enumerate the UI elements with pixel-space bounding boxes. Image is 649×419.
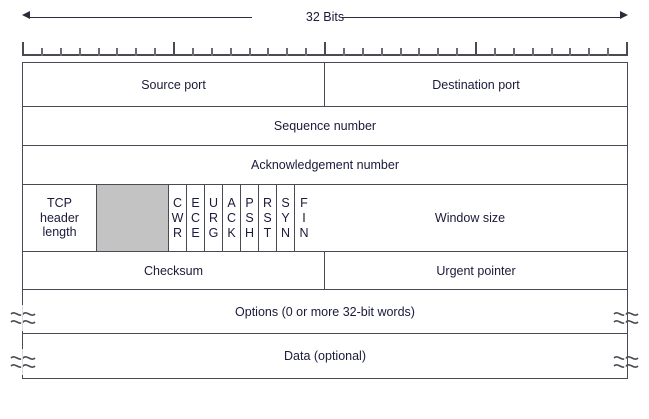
flag-letter: S <box>281 195 290 210</box>
ruler-tick-minor <box>588 48 591 56</box>
ruler-tick-minor <box>437 48 440 56</box>
arrow-left-icon <box>22 11 30 19</box>
header-length-line-1: TCP <box>47 196 72 211</box>
flag-letter: T <box>263 225 272 240</box>
scale-line-left <box>28 17 252 18</box>
flag-letter: G <box>208 225 219 240</box>
bit-ruler <box>22 40 628 56</box>
ruler-tick-minor <box>267 48 270 56</box>
scale-line-right <box>342 17 622 18</box>
field-checksum: Checksum <box>23 252 325 289</box>
header-table: Source port Destination port Sequence nu… <box>22 62 628 379</box>
break-mark-options-right <box>611 305 641 331</box>
field-sequence-number: Sequence number <box>23 107 627 145</box>
bit-width-label: 32 Bits <box>305 10 345 24</box>
flag-letter: F <box>300 195 308 210</box>
ruler-tick-minor <box>248 48 251 56</box>
ruler-tick-minor <box>512 48 515 56</box>
flag-letter: C <box>226 210 237 225</box>
flag-letter: K <box>227 225 236 240</box>
flag-letter: Y <box>281 210 290 225</box>
flag-letter: C <box>172 195 183 210</box>
field-urgent-pointer: Urgent pointer <box>325 252 627 289</box>
table-row-ports: Source port Destination port <box>23 63 627 107</box>
field-tcp-header-length: TCP header length <box>23 185 97 251</box>
ruler-tick-minor <box>229 48 232 56</box>
flag-letter: N <box>299 225 309 240</box>
flag-letter: R <box>262 195 273 210</box>
ruler-tick-minor <box>531 48 534 56</box>
field-reserved <box>97 185 169 251</box>
header-length-line-2: header <box>40 210 79 225</box>
ruler-tick-major <box>626 42 628 56</box>
flag-letter: R <box>208 210 219 225</box>
flag-letter: W <box>171 210 184 225</box>
table-row-data: Data (optional) <box>23 334 627 378</box>
ruler-tick-minor <box>380 48 383 56</box>
field-data: Data (optional) <box>23 334 627 378</box>
flag-letter: E <box>191 225 200 240</box>
field-destination-port: Destination port <box>325 63 627 106</box>
flag-letter: H <box>244 225 255 240</box>
break-mark-data-right <box>611 349 641 375</box>
ruler-tick-minor <box>305 48 308 56</box>
ruler-tick-minor <box>59 48 62 56</box>
break-mark-options-left <box>8 305 38 331</box>
ruler-tick-minor <box>456 48 459 56</box>
field-source-port: Source port <box>23 63 325 106</box>
ruler-tick-minor <box>210 48 213 56</box>
flag-letter: N <box>280 225 291 240</box>
flag-letter: A <box>227 195 236 210</box>
flag-letter: C <box>190 210 201 225</box>
ruler-tick-minor <box>493 48 496 56</box>
ruler-tick-minor <box>550 48 553 56</box>
field-window-size: Window size <box>313 185 627 251</box>
arrow-right-icon <box>620 11 628 19</box>
ruler-tick-minor <box>78 48 81 56</box>
flag-letter: S <box>263 210 272 225</box>
bit-width-indicator: 32 Bits <box>22 8 628 28</box>
flag-letter: I <box>302 210 306 225</box>
table-row-sequence: Sequence number <box>23 107 627 146</box>
ruler-tick-minor <box>418 48 421 56</box>
ruler-tick-minor <box>399 48 402 56</box>
header-length-line-3: length <box>42 225 77 240</box>
ruler-tick-major <box>22 42 24 56</box>
table-row-checksum: Checksum Urgent pointer <box>23 252 627 290</box>
ruler-tick-minor <box>191 48 194 56</box>
table-row-acknowledgement: Acknowledgement number <box>23 146 627 185</box>
ruler-tick-minor <box>361 48 364 56</box>
ruler-tick-minor <box>569 48 572 56</box>
flag-letter: S <box>245 210 254 225</box>
table-row-options: Options (0 or more 32-bit words) <box>23 290 627 334</box>
flag-letter: P <box>245 195 254 210</box>
flag-letter: E <box>191 195 200 210</box>
field-acknowledgement-number: Acknowledgement number <box>23 146 627 184</box>
ruler-tick-minor <box>342 48 345 56</box>
flag-letter: U <box>208 195 219 210</box>
ruler-tick-major <box>173 42 175 56</box>
ruler-tick-major <box>324 42 326 56</box>
ruler-tick-minor <box>154 48 157 56</box>
break-mark-data-left <box>8 349 38 375</box>
ruler-tick-minor <box>607 48 610 56</box>
ruler-tick-minor <box>286 48 289 56</box>
ruler-tick-minor <box>97 48 100 56</box>
flag-letter: R <box>172 225 183 240</box>
ruler-tick-minor <box>116 48 119 56</box>
field-options: Options (0 or more 32-bit words) <box>23 290 627 333</box>
ruler-tick-minor <box>135 48 138 56</box>
ruler-tick-minor <box>40 48 43 56</box>
ruler-tick-major <box>475 42 477 56</box>
